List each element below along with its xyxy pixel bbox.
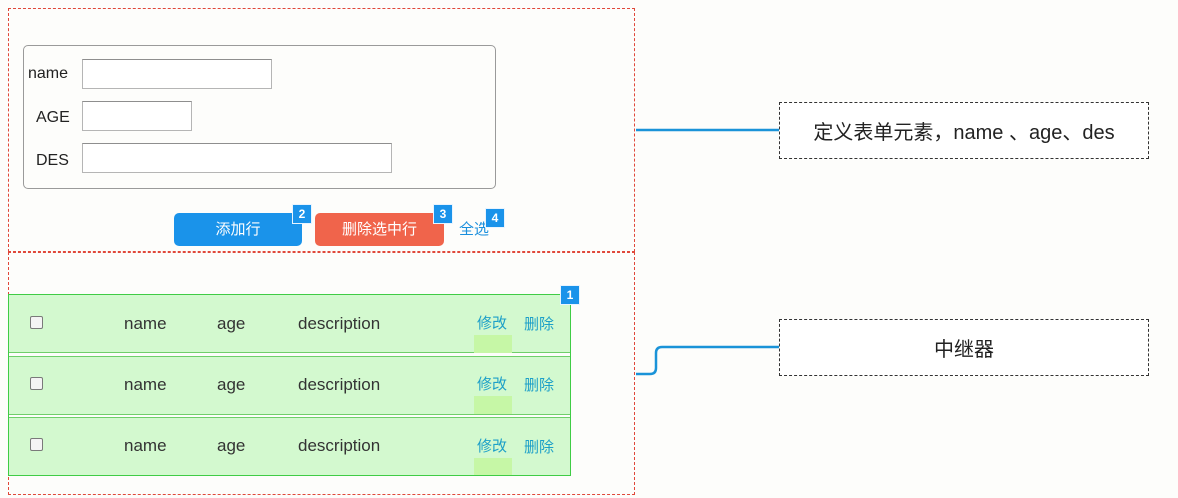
row-description: description <box>298 314 381 333</box>
age-input[interactable] <box>82 101 192 131</box>
des-label: DES <box>36 152 69 169</box>
name-label: name <box>28 65 69 82</box>
add-row-button[interactable]: 添加行 <box>174 213 302 246</box>
form-annotation: 定义表单元素，name 、age、des <box>779 102 1149 159</box>
des-input[interactable] <box>82 143 392 173</box>
badge-4: 4 <box>485 208 505 228</box>
row-checkbox[interactable] <box>30 316 43 329</box>
badge-2: 2 <box>292 204 312 224</box>
row-name: name <box>124 375 167 394</box>
edit-link[interactable]: 修改 <box>477 438 508 455</box>
delete-link[interactable]: 删除 <box>524 377 555 394</box>
repeater-connector <box>636 345 780 376</box>
edit-link[interactable]: 修改 <box>477 315 508 332</box>
delete-link[interactable]: 删除 <box>524 439 555 456</box>
edit-link[interactable]: 修改 <box>477 376 508 393</box>
age-label: AGE <box>36 109 70 126</box>
row-checkbox[interactable] <box>30 377 43 390</box>
repeater-annotation: 中继器 <box>779 319 1149 376</box>
row-description: description <box>298 436 381 455</box>
delete-link[interactable]: 删除 <box>524 316 555 333</box>
badge-3: 3 <box>433 204 453 224</box>
edit-highlight <box>474 396 512 414</box>
form-annotation-text: 定义表单元素，name 、age、des <box>813 122 1115 144</box>
select-all-link[interactable]: 全选 <box>459 221 490 238</box>
row-age: age <box>217 436 246 455</box>
edit-highlight <box>474 458 512 476</box>
badge-1: 1 <box>560 285 580 305</box>
row-name: name <box>124 314 167 333</box>
row-description: description <box>298 375 381 394</box>
row-checkbox[interactable] <box>30 438 43 451</box>
delete-selected-button[interactable]: 删除选中行 <box>315 213 444 246</box>
repeater-annotation-text: 中继器 <box>934 339 994 361</box>
form-panel <box>8 8 635 252</box>
row-name: name <box>124 436 167 455</box>
row-age: age <box>217 314 246 333</box>
edit-highlight <box>474 335 512 353</box>
name-input[interactable] <box>82 59 272 89</box>
row-age: age <box>217 375 246 394</box>
